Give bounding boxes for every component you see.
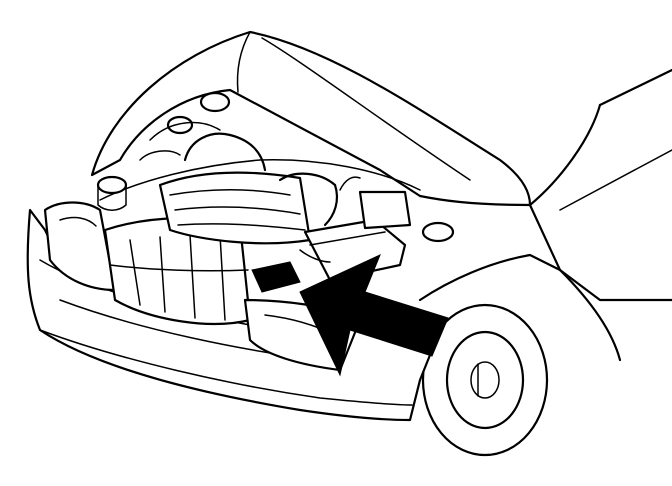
car-body-right	[418, 68, 672, 362]
highlighted-component	[251, 261, 301, 293]
engine-bay	[96, 91, 455, 282]
callout-arrow	[299, 254, 449, 377]
front-wheel	[421, 303, 549, 457]
grille	[103, 216, 252, 326]
